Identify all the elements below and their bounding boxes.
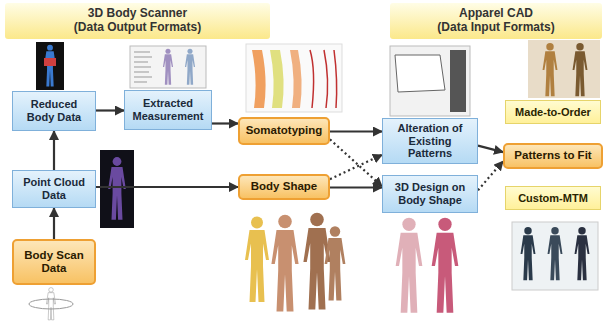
box-label: Body Shape <box>251 180 317 193</box>
cad-screenshot <box>390 46 470 116</box>
output-box: Custom-MTM <box>505 186 601 210</box>
body-shape-figure <box>271 215 298 312</box>
suit <box>521 227 536 280</box>
box-label: Point Cloud Data <box>17 176 91 201</box>
box-label: 3D Design on Body Shape <box>387 181 473 206</box>
pattern-piece <box>252 50 266 108</box>
flow-arrow <box>53 208 55 239</box>
data-box: Point Cloud Data <box>12 170 96 208</box>
suit-photo <box>528 40 600 98</box>
dotted-arrow <box>330 155 382 179</box>
box-label: Made-to-Order <box>515 106 591 119</box>
dotted-arrow <box>478 161 503 190</box>
scan-wireframe <box>46 288 55 320</box>
flow-arrow <box>478 146 503 153</box>
measurement-screenshot <box>130 46 206 88</box>
flow-arrow <box>330 186 382 188</box>
scan-thumbnail <box>36 42 64 90</box>
data-box: Reduced Body Data <box>12 91 96 131</box>
scan-ring <box>29 299 73 309</box>
flow-arrow <box>53 131 55 170</box>
point-cloud-figure <box>108 157 126 220</box>
key-box: Body Scan Data <box>12 239 96 285</box>
design-figure <box>396 218 423 313</box>
body-region <box>44 58 56 66</box>
measured-figure <box>163 49 173 85</box>
pattern-line <box>310 50 337 108</box>
box-label: Apparel CAD <box>459 7 533 21</box>
point-cloud-thumbnail <box>100 150 134 228</box>
pattern-piece <box>290 50 302 108</box>
box-label: Body Scan Data <box>18 249 90 275</box>
body-shape-figure <box>325 226 346 300</box>
measured-figure <box>185 49 195 85</box>
process-box: 3D Design on Body Shape <box>382 175 478 213</box>
pattern-outline <box>395 55 445 92</box>
box-label: Custom-MTM <box>518 192 588 205</box>
flow-arrow <box>330 130 382 132</box>
key-box: Patterns to Fit <box>503 143 603 169</box>
suited-man <box>573 43 588 96</box>
pattern-piece <box>270 50 284 108</box>
key-box: Somatotyping <box>238 117 330 145</box>
pattern-sheet <box>246 44 342 112</box>
box-label: Somatotyping <box>246 124 323 137</box>
flow-arrow <box>96 109 124 111</box>
box-label: 3D Body Scanner <box>88 7 187 21</box>
flow-arrow <box>212 122 238 124</box>
key-box: Body Shape <box>238 174 330 200</box>
process-box: Alteration of Existing Patterns <box>382 118 478 164</box>
box-sublabel: (Data Input Formats) <box>437 21 554 35</box>
flow-arrow <box>96 186 238 188</box>
suit <box>575 227 590 280</box>
data-box: Extracted Measurement <box>124 90 212 130</box>
design-figure <box>432 218 459 313</box>
suits-photo <box>512 222 598 290</box>
cad-panel <box>450 50 466 112</box>
body-shape-figure <box>245 217 269 303</box>
reduced-body-figure <box>44 45 56 87</box>
box-label: Reduced Body Data <box>17 98 91 123</box>
suit <box>548 227 563 280</box>
dotted-arrow <box>330 139 382 186</box>
output-box: Made-to-Order <box>505 100 601 124</box>
measurement-list <box>134 52 152 82</box>
box-label: Alteration of Existing Patterns <box>387 122 473 160</box>
suited-man <box>543 43 558 96</box>
section-header: Apparel CAD(Data Input Formats) <box>390 3 602 39</box>
box-sublabel: (Data Output Formats) <box>74 21 201 35</box>
box-label: Patterns to Fit <box>514 149 591 162</box>
box-label: Extracted Measurement <box>129 97 207 122</box>
section-header: 3D Body Scanner(Data Output Formats) <box>5 3 270 39</box>
